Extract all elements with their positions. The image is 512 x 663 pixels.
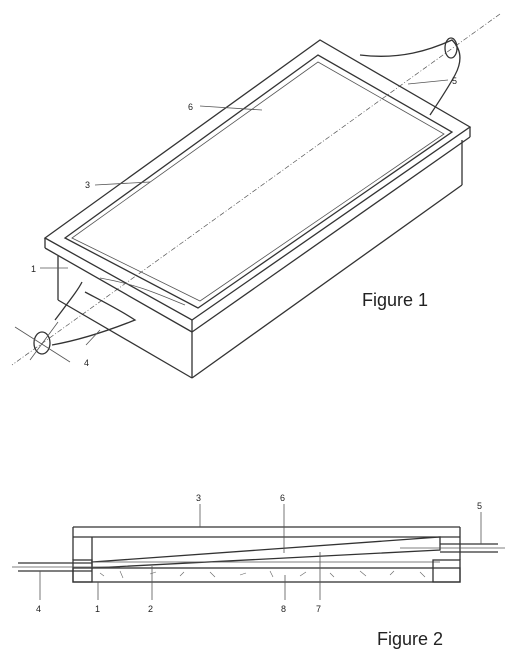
fig2-label-8: 8 [281, 604, 286, 614]
body-front-bottom [57, 299, 193, 379]
wedge-layer [91, 536, 441, 569]
center-axis-line [11, 13, 501, 366]
figure-2-caption: Figure 2 [377, 629, 444, 649]
lip-bottom-front [44, 247, 193, 333]
figure-2-drawing: 3 6 5 4 1 2 8 7 [12, 493, 505, 614]
fig1-label-5: 5 [452, 76, 457, 86]
leader-6-fig1 [199, 105, 263, 111]
fig1-label-6: 6 [188, 102, 193, 112]
leader-4-fig1 [85, 329, 101, 346]
body-right-bottom [191, 184, 463, 379]
fig2-label-6: 6 [280, 493, 285, 503]
fig1-label-1: 1 [31, 264, 36, 274]
outlet-tube-right-end [444, 37, 458, 59]
base-layer [72, 567, 461, 583]
fig1-label-4: 4 [84, 358, 89, 368]
fig2-label-1: 1 [95, 604, 100, 614]
fig2-label-2: 2 [148, 604, 153, 614]
inlet-tube-left [51, 281, 137, 346]
fig1-label-3: 3 [85, 180, 90, 190]
right-end-block [432, 559, 461, 583]
tube-cross-1 [14, 326, 71, 363]
leader-5-fig1 [407, 79, 449, 85]
tray-top-face [43, 39, 472, 321]
fig2-label-7: 7 [316, 604, 321, 614]
figure-1-caption: Figure 1 [362, 290, 429, 310]
fig2-label-4: 4 [36, 604, 41, 614]
outlet-tube-right [359, 39, 461, 116]
tray-inner-window [63, 54, 454, 309]
lip-bottom-right [191, 136, 471, 333]
fig2-label-5: 5 [477, 501, 482, 511]
inlet-tube-left-end [33, 331, 51, 355]
tray-inner-rim [71, 61, 445, 302]
base-stipple [99, 570, 426, 579]
leader-3-fig1 [94, 181, 151, 186]
tube-cross-2 [29, 321, 59, 361]
tray-floor-curve [99, 277, 186, 306]
fig2-label-3: 3 [196, 493, 201, 503]
